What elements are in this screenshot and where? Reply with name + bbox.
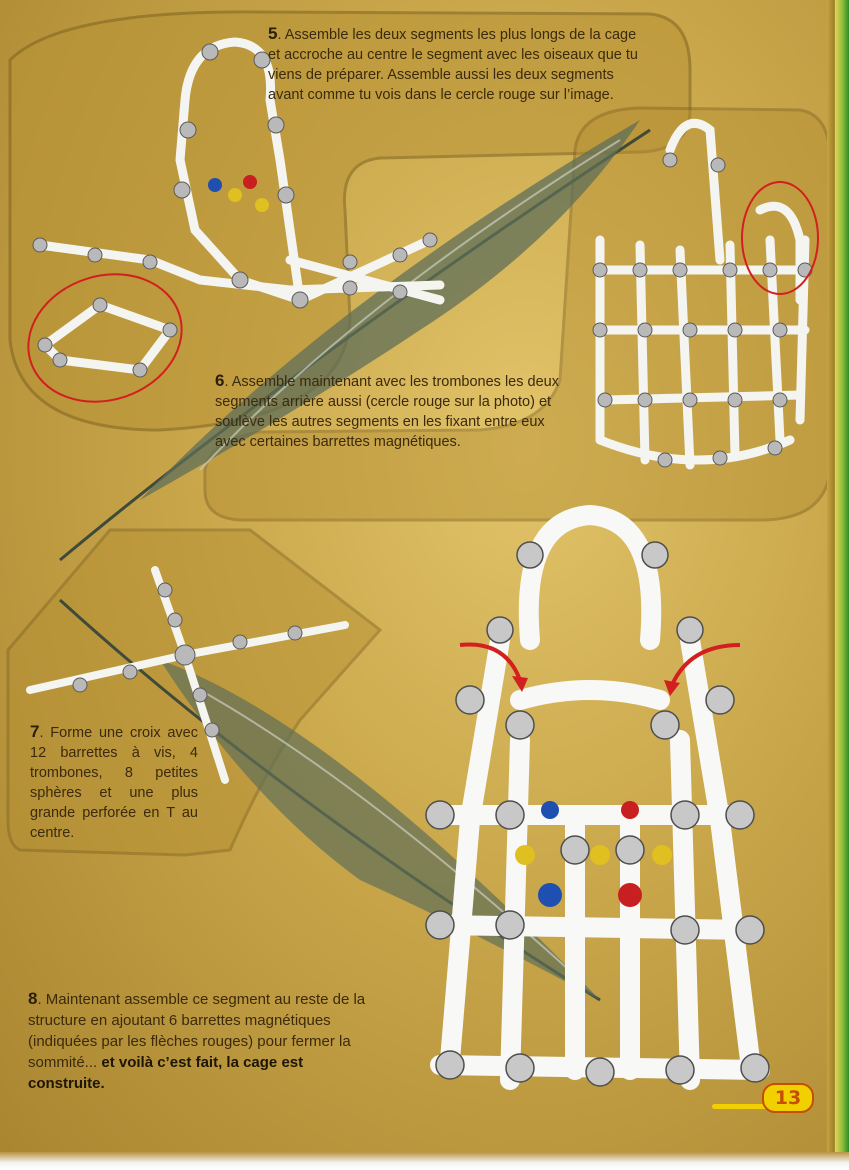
step8-bird-beads (515, 801, 672, 907)
red-highlight-circle (27, 273, 183, 403)
step5-spheres (32, 43, 438, 378)
step8-bold-text: et voilà c’est fait, la cage est constru… (28, 1054, 304, 1092)
step7-number: 7 (30, 722, 40, 741)
step8-spheres (425, 541, 770, 1087)
page-number: 13 (762, 1083, 814, 1113)
step6-text: . Assemble maintenant avec les trombones… (215, 374, 559, 450)
step7-text: . Forme une croix avec 12 barrettes à vi… (30, 725, 198, 841)
step5-instructions: 5. Assemble les deux segments les plus l… (268, 24, 640, 105)
step8-number: 8 (28, 989, 38, 1008)
step8-cage-photo (430, 504, 770, 1090)
feather-illustration (59, 120, 651, 562)
bird-figures (208, 175, 269, 212)
red-arrow-heads (512, 676, 680, 696)
step6-instructions: 6. Assemble maintenant avec les trombone… (215, 371, 570, 452)
step6-number: 6 (215, 371, 225, 390)
step5-model-photo (35, 37, 445, 375)
step6-panel (203, 106, 832, 522)
step6-spheres (592, 152, 813, 468)
page-edge-right (827, 0, 849, 1170)
step5-text: . Assemble les deux segments les plus lo… (268, 27, 638, 103)
red-arrow-icon (459, 642, 741, 686)
step7-instructions: 7. Forme une croix avec 12 barrettes à v… (30, 722, 198, 843)
step8-text: . Maintenant assemble ce segment au rest… (28, 991, 366, 1071)
step7-spheres (72, 582, 303, 738)
step5-number: 5 (268, 24, 278, 43)
page-edge-bottom (0, 1152, 849, 1170)
step8-instructions: 8. Maintenant assemble ce segment au res… (28, 988, 374, 1094)
red-highlight-circle-2 (741, 181, 819, 295)
page-number-bar (712, 1104, 772, 1109)
